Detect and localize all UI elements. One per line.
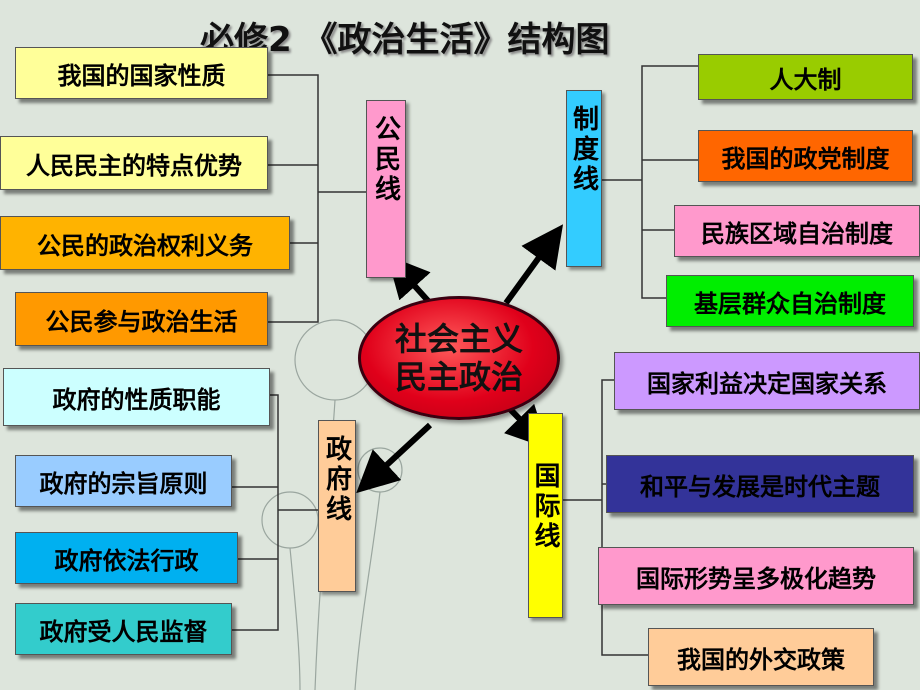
item-label: 民族区域自治制度 [701, 219, 893, 248]
system-item: 基层群众自治制度 [666, 275, 914, 327]
item-label: 人民民主的特点优势 [26, 151, 242, 180]
system-item: 民族区域自治制度 [674, 205, 920, 257]
branch-citizen: 公民线 [366, 100, 406, 278]
government-item: 政府受人民监督 [15, 603, 232, 655]
branch-label: 制度线 [568, 105, 599, 195]
branch-label: 政府线 [321, 435, 352, 525]
center-node: 社会主义民主政治 [358, 296, 560, 420]
item-label: 我国的外交政策 [677, 645, 845, 674]
government-item: 政府的宗旨原则 [15, 455, 232, 507]
government-item: 政府的性质职能 [3, 368, 270, 426]
item-label: 我国的国家性质 [57, 61, 226, 90]
system-item: 我国的政党制度 [698, 130, 913, 182]
page-title: 必修2 《政治生活》结构图 [200, 20, 610, 60]
branch-label: 公民线 [370, 115, 401, 205]
citizen-item: 我国的国家性质 [15, 47, 268, 99]
item-label: 和平与发展是时代主题 [640, 472, 880, 501]
international-item: 国家利益决定国家关系 [614, 352, 920, 410]
international-item: 我国的外交政策 [648, 628, 874, 686]
government-item: 政府依法行政 [15, 532, 238, 584]
international-item: 和平与发展是时代主题 [606, 455, 914, 513]
item-label: 政府的性质职能 [52, 385, 221, 414]
center-label: 社会主义民主政治 [394, 320, 523, 396]
item-label: 公民的政治权利义务 [37, 231, 253, 260]
item-label: 基层群众自治制度 [694, 289, 886, 318]
branch-label: 国际线 [530, 462, 560, 552]
branch-government: 政府线 [318, 420, 356, 592]
item-label: 我国的政党制度 [721, 144, 890, 173]
branch-international: 国际线 [528, 413, 563, 618]
item-label: 政府受人民监督 [39, 617, 208, 646]
international-item: 国际形势呈多极化趋势 [598, 547, 914, 605]
system-item: 人大制 [698, 54, 913, 100]
item-label: 政府的宗旨原则 [39, 469, 208, 498]
item-label: 国际形势呈多极化趋势 [636, 564, 876, 593]
citizen-item: 公民的政治权利义务 [0, 216, 290, 270]
item-label: 公民参与政治生活 [45, 307, 238, 336]
citizen-item: 公民参与政治生活 [15, 292, 268, 346]
branch-system: 制度线 [566, 90, 602, 267]
citizen-item: 人民民主的特点优势 [0, 136, 268, 190]
item-label: 政府依法行政 [54, 546, 199, 575]
item-label: 人大制 [769, 65, 842, 94]
item-label: 国家利益决定国家关系 [647, 369, 887, 398]
